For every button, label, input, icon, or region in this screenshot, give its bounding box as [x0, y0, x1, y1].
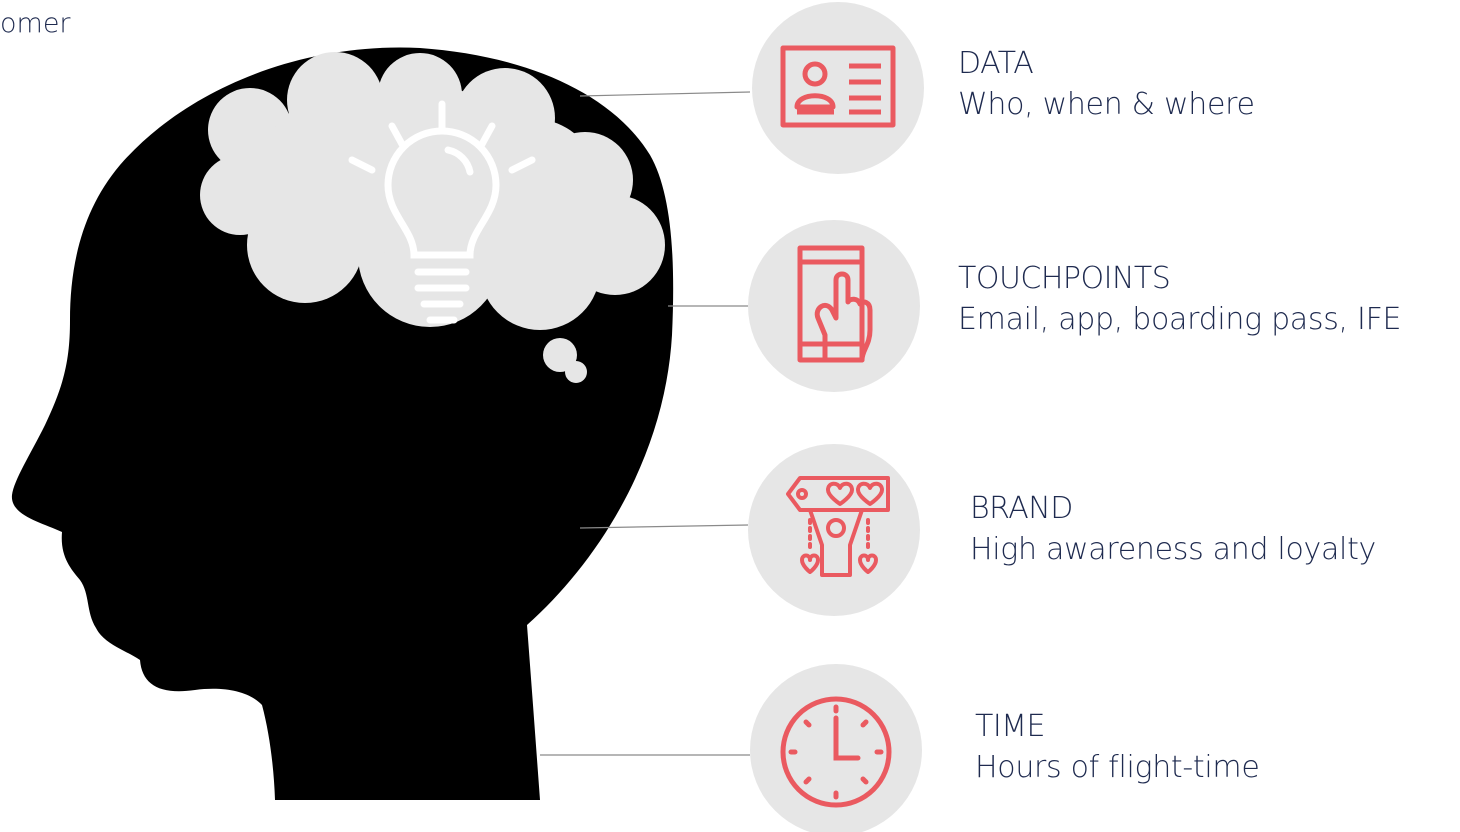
connector-lines [540, 91, 751, 756]
item-data: DATA Who, when & where [958, 45, 1255, 127]
phone-touch-icon [797, 245, 873, 363]
brand-icon-circle [748, 444, 920, 616]
item-touchpoints: TOUCHPOINTS Email, app, boarding pass, I… [958, 260, 1401, 342]
clock-icon [780, 696, 892, 808]
item-brand: BRAND High awareness and loyalty [970, 490, 1376, 572]
lightbulb-icon [348, 100, 536, 324]
item-title: TIME [975, 709, 1046, 744]
item-description: Email, app, boarding pass, IFE [958, 302, 1402, 337]
thought-cloud [200, 52, 665, 383]
id-card-icon [780, 45, 896, 128]
customer-label: omer [0, 8, 71, 39]
brand-tag-icon [786, 476, 890, 577]
data-icon-circle [752, 2, 924, 174]
item-title: BRAND [970, 491, 1073, 526]
item-description: Hours of flight-time [975, 750, 1260, 785]
item-title: TOUCHPOINTS [958, 261, 1171, 296]
item-title: DATA [958, 46, 1034, 81]
item-description: Who, when & where [958, 87, 1255, 122]
item-time: TIME Hours of flight-time [975, 708, 1260, 790]
item-description: High awareness and loyalty [970, 532, 1377, 567]
